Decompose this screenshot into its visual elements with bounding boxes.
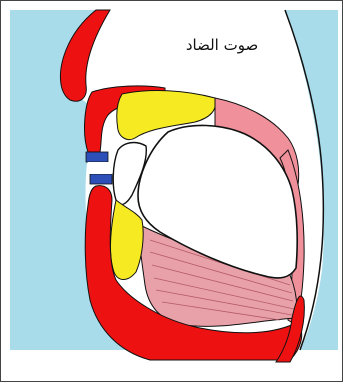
teeth-opening [88, 162, 112, 174]
upper-teeth-gap [86, 152, 108, 162]
lower-teeth-gap [90, 174, 112, 184]
diagram-title: صوت الضاد [186, 36, 258, 54]
